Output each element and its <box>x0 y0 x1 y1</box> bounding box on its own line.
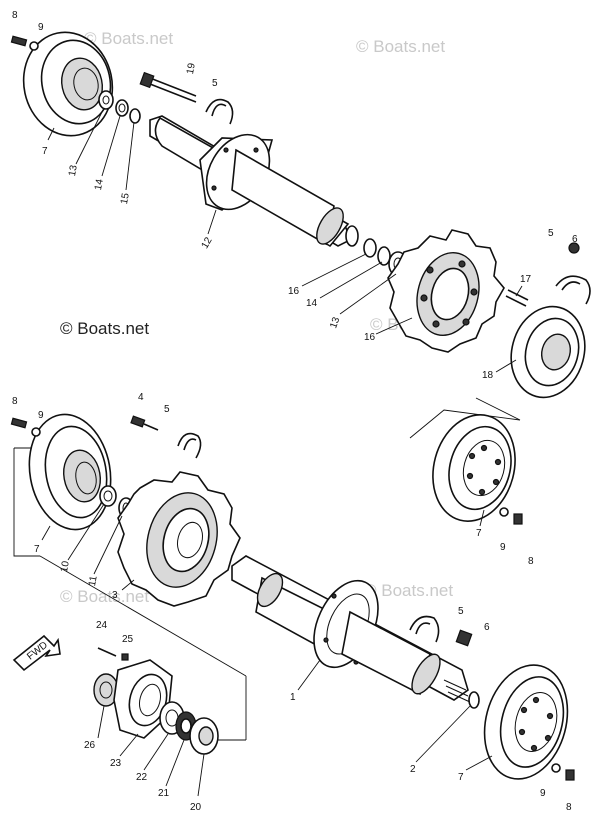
watermark-top-right: © Boats.net <box>356 37 445 56</box>
callout: 7 <box>476 528 482 539</box>
watermark-middle-left: © Boats.net <box>60 319 149 338</box>
callout: 9 <box>540 788 546 799</box>
fwd-direction-arrow: FWD <box>12 634 61 672</box>
callout: 7 <box>42 146 48 157</box>
upper-leader-lines <box>47 107 523 373</box>
callout: 14 <box>93 178 106 191</box>
callout: 2 <box>410 764 416 775</box>
bolt-top-left <box>10 35 39 51</box>
lower-sprocket <box>117 471 241 607</box>
wheel-top-left <box>22 31 114 137</box>
callout: 12 <box>200 235 215 251</box>
callout: 5 <box>548 228 554 239</box>
callout: 15 <box>119 192 132 205</box>
upper-assembly <box>10 31 591 399</box>
lower-u-bolt-left <box>130 415 202 459</box>
callout: 5 <box>212 78 218 89</box>
callout: 6 <box>484 622 490 633</box>
lower-assembly: FWD <box>10 397 575 797</box>
callout: 4 <box>138 392 144 403</box>
lower-u-bolt-right <box>409 615 473 647</box>
upper-axle-shaft <box>149 115 359 248</box>
upper-bearing-stack <box>98 90 141 124</box>
brake-disc-upper <box>510 305 586 399</box>
callout: 5 <box>458 606 464 617</box>
callout: 8 <box>12 396 18 407</box>
callout: 11 <box>87 575 100 588</box>
u-bolt-upper <box>139 71 234 125</box>
callout-numbers: 8 9 7 13 14 15 19 5 12 5 6 17 16 14 13 1… <box>12 10 578 813</box>
bolt-lower-left <box>10 417 41 437</box>
callout: 5 <box>164 404 170 415</box>
callout: 7 <box>34 544 40 555</box>
callout: 22 <box>136 772 148 783</box>
upper-right-hardware <box>505 242 591 307</box>
callout: 14 <box>306 298 318 309</box>
callout: 8 <box>566 802 572 813</box>
callout: 3 <box>112 590 118 601</box>
callout: 24 <box>96 620 108 631</box>
callout: 26 <box>84 740 96 751</box>
callout: 20 <box>190 802 202 813</box>
callout: 9 <box>38 22 44 33</box>
watermark-bottom-left: © Boats.net <box>60 587 149 606</box>
callout: 8 <box>528 556 534 567</box>
wheel-lower-right-upper <box>432 414 523 525</box>
callout: 6 <box>572 234 578 245</box>
callout: 13 <box>328 315 342 330</box>
callout: 7 <box>458 772 464 783</box>
callout: 17 <box>520 274 532 285</box>
callout: 9 <box>500 542 506 553</box>
lower-axle-shaft <box>231 555 480 709</box>
callout: 16 <box>288 286 300 297</box>
upper-sprocket <box>387 229 505 353</box>
callout: 10 <box>59 560 72 573</box>
watermark-bottom-right: © Boats.net <box>364 581 453 600</box>
callout: 21 <box>158 788 170 799</box>
callout: 1 <box>290 692 296 703</box>
watermark-top-left: © Boats.net <box>84 29 173 48</box>
lower-hub-assembly <box>93 647 219 755</box>
wheel-lower-right-bottom <box>483 664 575 781</box>
callout: 8 <box>12 10 18 21</box>
callout: 16 <box>364 332 376 343</box>
callout: 23 <box>110 758 122 769</box>
lower-bracket-lines <box>13 397 521 741</box>
wheel-lower-left <box>28 413 112 531</box>
callout: 18 <box>482 370 494 381</box>
callout: 25 <box>122 634 134 645</box>
callout: 9 <box>38 410 44 421</box>
lower-leader-lines <box>41 503 493 797</box>
callout: 19 <box>185 62 198 75</box>
callout: 13 <box>67 164 80 177</box>
